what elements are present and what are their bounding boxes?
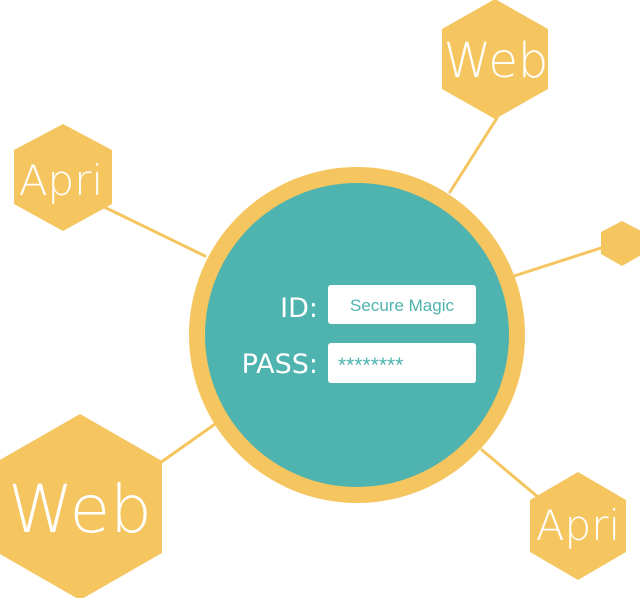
login-panel: ID: Secure Magic PASS: ******** [189,167,525,503]
node-small-right [601,221,640,266]
hexagon-shape [14,124,112,231]
node-label: Apri [19,156,103,205]
node-label: Web [8,471,152,548]
hexagon-shape [530,472,626,580]
connector-bottom-right [480,448,547,505]
node-label: Apri [536,501,620,550]
node-bottom-left: Web [0,414,162,598]
password-field-value: ******** [338,354,403,377]
connector-top-right [448,116,499,194]
node-bottom-right: Apri [530,472,626,580]
node-label: Web [444,33,549,89]
node-top-right: Web [442,0,548,119]
id-field[interactable]: Secure Magic [328,285,476,324]
login-disc [205,183,509,487]
hexagon-shape [0,414,162,598]
id-label: ID: [280,293,318,324]
pass-label: PASS: [242,349,318,380]
hexagon-shape [601,221,640,266]
password-field[interactable]: ******** [328,343,476,383]
hexagon-shape [442,0,548,119]
password-field-box[interactable] [328,343,476,383]
connector-small-right [512,245,606,278]
id-field-box[interactable] [328,285,476,324]
node-left: Apri [14,124,112,231]
connector-left [98,203,207,258]
id-field-value: Secure Magic [350,296,454,315]
